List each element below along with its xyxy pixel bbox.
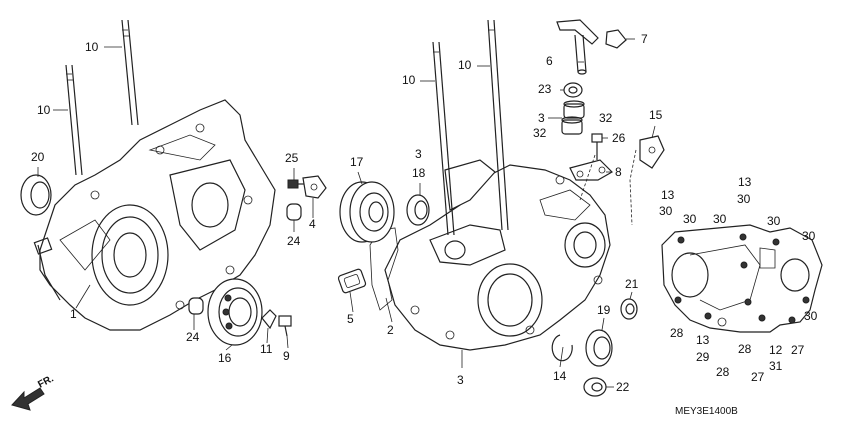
callout-label: 3 [457, 373, 464, 387]
dowel-pin-24-lower [188, 297, 204, 315]
callout-label: 30 [767, 214, 781, 228]
assembly-leaders [579, 149, 637, 226]
callout-label: 22 [616, 380, 630, 394]
clip-11 [261, 309, 277, 330]
callout-label: 28 [670, 326, 684, 340]
callout-label: 30 [737, 192, 751, 206]
right-crankcase-half [384, 159, 611, 351]
oil-seal-19 [585, 329, 613, 367]
callout-label: 17 [350, 155, 364, 169]
callout-label: 9 [283, 349, 290, 363]
callout-label: 27 [791, 343, 805, 357]
bearing-17 [339, 181, 395, 243]
circlip-14 [551, 334, 573, 362]
bearing-16 [207, 278, 263, 346]
left-crankcase-half [33, 99, 276, 331]
callout-label: 8 [615, 165, 622, 179]
callout-label: 24 [287, 234, 301, 248]
callout-label: 29 [696, 350, 710, 364]
callout-label: 7 [641, 32, 648, 46]
callout-label: 13 [738, 175, 752, 189]
oil-seal-18 [406, 194, 430, 226]
callout-label: 13 [696, 333, 710, 347]
callout-label: 18 [412, 166, 426, 180]
bolt-26 [591, 133, 603, 160]
bolt-9 [278, 315, 292, 337]
bearing-3-32-lower [561, 116, 583, 135]
front-direction-arrow: FR. [11, 373, 56, 411]
callout-labels: 10 10 20 1 25 24 4 24 16 11 9 17 3 18 10… [31, 32, 818, 394]
callout-label: 16 [218, 351, 232, 365]
bracket-4 [302, 175, 327, 199]
arm-7 [605, 29, 627, 49]
callout-label: 4 [309, 217, 316, 231]
bearing-3-32-upper [563, 100, 585, 119]
right-crankcase-cover [661, 224, 823, 333]
bearing-22 [583, 377, 607, 397]
bracket-15 [639, 135, 665, 169]
callout-label: 20 [31, 150, 45, 164]
callout-label: 6 [546, 54, 553, 68]
callout-label: 28 [738, 342, 752, 356]
callout-label: 3 [415, 147, 422, 161]
bearing-21 [620, 298, 638, 320]
callout-label: 27 [751, 370, 765, 384]
dowel-pin-24-upper [286, 203, 302, 221]
callout-label: 32 [533, 126, 547, 140]
callout-label: 12 [769, 343, 783, 357]
stud-bolt-left-short [65, 64, 83, 176]
callout-label: 25 [285, 151, 299, 165]
callout-label: 26 [612, 131, 626, 145]
callout-label: 10 [458, 58, 472, 72]
stud-bolt-center-short [432, 41, 455, 236]
rubber-pad-5 [337, 268, 367, 294]
callout-label: 1 [70, 307, 77, 321]
callout-label: 10 [85, 40, 99, 54]
callout-label: 2 [387, 323, 394, 337]
callout-label: 30 [683, 212, 697, 226]
callout-label: 30 [659, 204, 673, 218]
seal-23 [563, 82, 583, 98]
callout-label: 23 [538, 82, 552, 96]
callout-label: 11 [260, 342, 273, 356]
callout-label: 30 [802, 229, 816, 243]
oil-seal-20 [20, 174, 52, 216]
callout-label: 13 [661, 188, 675, 202]
callout-label: 30 [804, 309, 818, 323]
callout-label: 19 [597, 303, 611, 317]
callout-label: 31 [769, 359, 783, 373]
stud-bolt-left-long [121, 19, 139, 126]
callout-label: 3 [538, 111, 545, 125]
callout-label: 10 [37, 103, 51, 117]
callout-label: 15 [649, 108, 663, 122]
callout-label: 32 [599, 111, 613, 125]
diagram-code: MEY3E1400B [675, 406, 738, 417]
callout-label: 14 [553, 369, 567, 383]
callout-label: 28 [716, 365, 730, 379]
callout-label: 24 [186, 330, 200, 344]
callout-label: 10 [402, 73, 416, 87]
callout-label: 21 [625, 277, 639, 291]
callout-label: 30 [713, 212, 727, 226]
callout-leaders [37, 38, 656, 388]
plate-8 [569, 159, 613, 181]
shift-shaft-6 [556, 19, 599, 75]
callout-label: 5 [347, 312, 354, 326]
front-marker-text: FR. [36, 373, 56, 390]
stud-bolt-center-long [487, 19, 509, 231]
